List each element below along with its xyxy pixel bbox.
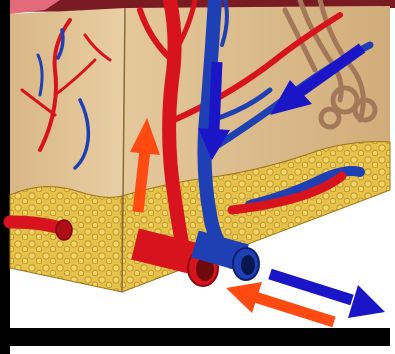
vein-lumen [241, 255, 255, 275]
left-artery-end [56, 220, 72, 240]
black-frame-left [0, 0, 10, 354]
bottom-black-bar [10, 328, 390, 346]
left-artery-branch [10, 222, 60, 228]
